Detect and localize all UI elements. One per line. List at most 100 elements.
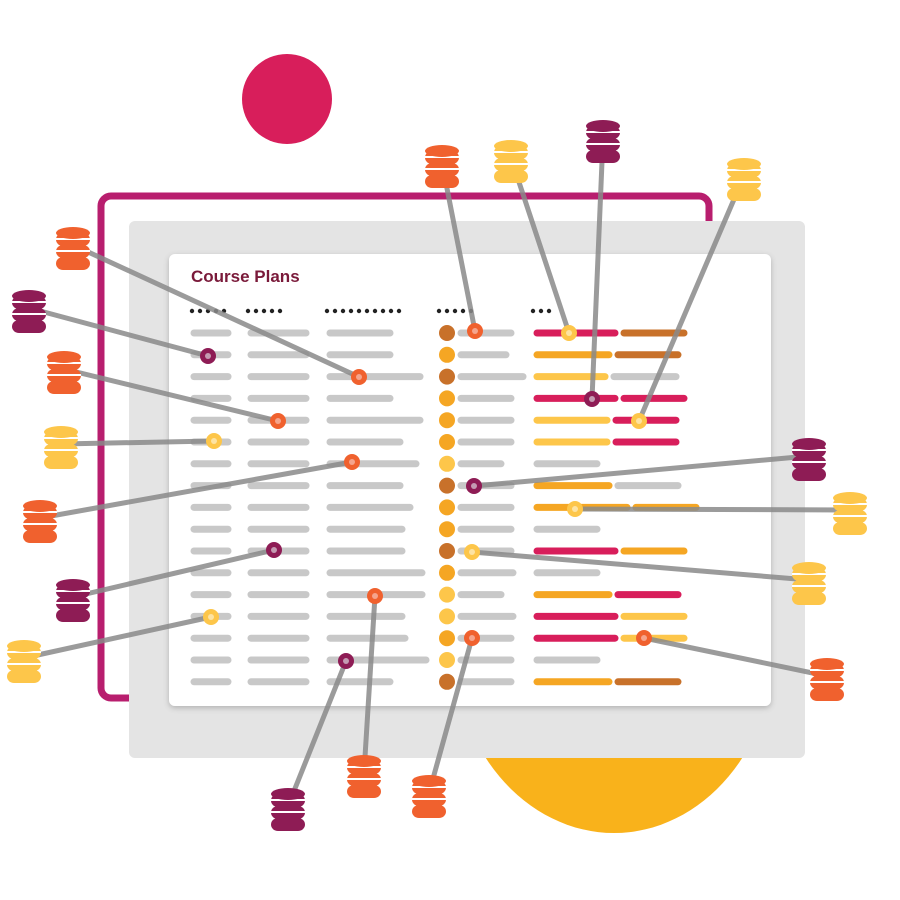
databases	[7, 120, 867, 831]
connector-line	[70, 547, 277, 600]
database-top	[7, 640, 41, 652]
column-header-dot	[546, 308, 552, 314]
database-disk	[425, 175, 459, 188]
column-header-dot	[452, 308, 458, 314]
connector-line	[58, 438, 217, 447]
status-dot	[439, 346, 455, 363]
database-top	[494, 140, 528, 152]
database-icon	[23, 500, 57, 543]
connector-line	[469, 549, 812, 583]
column-header-dot	[372, 308, 378, 314]
database-top	[810, 658, 844, 670]
database-top	[44, 426, 78, 438]
database-top	[833, 492, 867, 504]
column-header-dot	[530, 308, 536, 314]
database-disk	[7, 670, 41, 683]
connection-node-core	[211, 438, 217, 444]
connector-line	[636, 173, 747, 424]
database-top	[47, 351, 81, 363]
database-disk	[494, 170, 528, 183]
column-header-dot	[396, 308, 402, 314]
connection-nodes	[200, 323, 652, 669]
connector-line	[471, 453, 812, 489]
database-disk	[56, 609, 90, 622]
status-dot	[439, 586, 455, 603]
connection-node-core	[205, 353, 211, 359]
status-dot	[439, 630, 455, 647]
status-dot	[439, 673, 455, 690]
status-dot	[439, 455, 455, 472]
column-header-dot	[277, 308, 283, 314]
database-icon	[494, 140, 528, 183]
connection-node-core	[275, 418, 281, 424]
status-dot	[439, 499, 455, 516]
connection-node-core	[572, 506, 578, 512]
connection-node-core	[356, 374, 362, 380]
column-header-dot	[261, 308, 267, 314]
connection-node-core	[566, 330, 572, 336]
database-icon	[792, 562, 826, 605]
database-top	[425, 145, 459, 157]
database-disk	[271, 818, 305, 831]
connectors	[21, 135, 853, 809]
column-header-dot	[189, 308, 195, 314]
connector-line	[285, 658, 349, 809]
database-disk	[412, 805, 446, 818]
connector-line	[426, 635, 475, 796]
database-icon	[833, 492, 867, 535]
column-header-dot	[436, 308, 442, 314]
database-top	[56, 227, 90, 239]
decorative-circle	[242, 54, 332, 144]
connection-node-core	[469, 635, 475, 641]
database-icon	[47, 351, 81, 394]
status-dot	[439, 325, 455, 341]
column-header-dot	[444, 308, 450, 314]
database-disk	[23, 530, 57, 543]
column-header-dot	[197, 308, 203, 314]
column-header-dot	[356, 308, 362, 314]
column-header-dot	[340, 308, 346, 314]
database-icon	[44, 426, 78, 469]
connector-line	[61, 366, 281, 424]
database-top	[727, 158, 761, 170]
connector-line	[70, 242, 362, 380]
connection-node-core	[641, 635, 647, 641]
connector-line	[26, 305, 211, 359]
connection-node-core	[472, 328, 478, 334]
status-dot	[439, 608, 455, 625]
database-icon	[810, 658, 844, 701]
database-top	[56, 579, 90, 591]
database-top	[271, 788, 305, 800]
database-disk	[56, 257, 90, 270]
database-disk	[810, 688, 844, 701]
status-dot	[439, 477, 455, 494]
connection-node-core	[471, 483, 477, 489]
connector-line	[439, 160, 478, 334]
column-header-dot	[253, 308, 259, 314]
connection-node-core	[349, 459, 355, 465]
database-icon	[412, 775, 446, 818]
connection-node-core	[636, 418, 642, 424]
status-dot	[439, 652, 455, 668]
column-header-dot	[538, 308, 544, 314]
database-disk	[727, 188, 761, 201]
database-top	[792, 438, 826, 450]
database-disk	[47, 381, 81, 394]
status-dot	[439, 564, 455, 581]
column-header-dot	[460, 308, 466, 314]
database-disk	[347, 785, 381, 798]
connection-node-core	[271, 547, 277, 553]
connection-node-core	[469, 549, 475, 555]
column-header-dot	[348, 308, 354, 314]
database-disk	[792, 592, 826, 605]
status-dot	[439, 368, 455, 385]
database-icon	[56, 227, 90, 270]
status-dot	[439, 390, 455, 407]
connector-line	[361, 593, 378, 776]
column-header-dot	[364, 308, 370, 314]
database-icon	[586, 120, 620, 163]
database-icon	[12, 290, 46, 333]
connector-line	[572, 506, 853, 513]
connection-node-core	[589, 396, 595, 402]
